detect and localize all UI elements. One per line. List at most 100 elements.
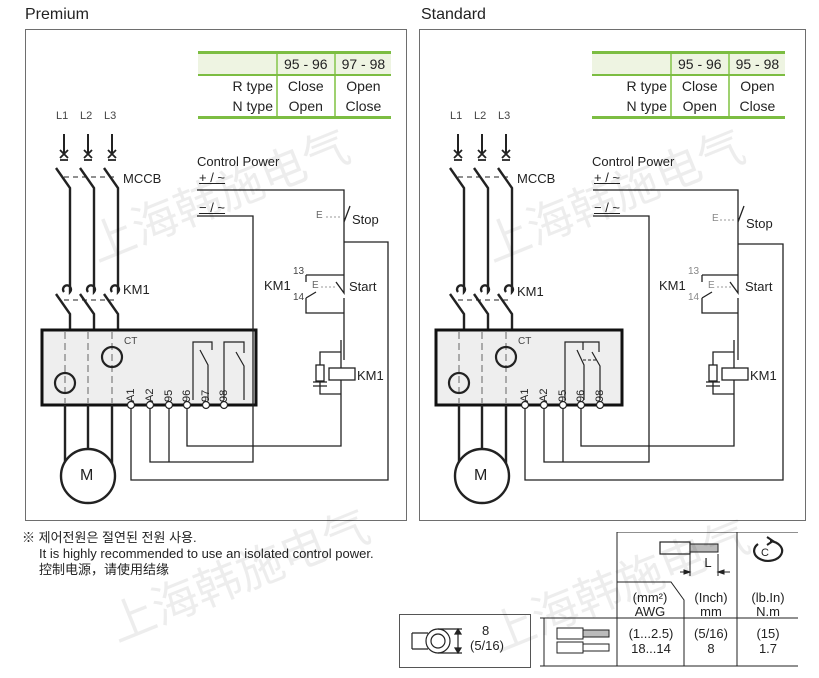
ring-terminal-spec: 8 (5/16) — [399, 614, 531, 668]
table-header: 95 - 96 — [670, 51, 729, 76]
note-english: It is highly recommended to use an isola… — [39, 546, 374, 561]
minus-label: − / ~ — [594, 200, 621, 215]
torque-header-top: (lb.In) — [751, 590, 785, 605]
km1-main-label: KM1 — [123, 282, 150, 297]
torque-header-bottom: N.m — [756, 604, 780, 619]
torque-icon-letter: C — [761, 547, 769, 559]
table-row: N type Open Close — [592, 96, 786, 119]
strip-header-bottom: mm — [700, 604, 722, 619]
l3-label: L3 — [498, 110, 511, 122]
terminal-label: 98 — [218, 389, 230, 402]
premium-circuit — [40, 134, 389, 505]
table-row: R type Close Open — [198, 75, 392, 96]
wire-header-top: (mm²) — [632, 590, 668, 605]
mccb-switch — [55, 167, 120, 280]
table-corner — [198, 51, 277, 76]
ct-sensor-2 — [100, 345, 124, 369]
ct-label: CT — [124, 336, 138, 347]
km1-coil-label: KM1 — [750, 368, 777, 383]
km1-contacts — [55, 280, 121, 330]
motor-label: M — [474, 467, 488, 484]
torque-value-bottom: 1.7 — [758, 641, 778, 656]
mccb-label: MCCB — [517, 171, 556, 186]
table-cell: Close — [333, 96, 392, 119]
stop-label: Stop — [352, 212, 379, 227]
premium-panel: 95 - 96 97 - 98 R type Close Open N type… — [25, 29, 407, 521]
ring-mm-value: 8 — [482, 623, 490, 638]
spec-grid — [540, 532, 798, 667]
standard-contact-table: 95 - 96 95 - 98 R type Close Open N type… — [592, 51, 786, 119]
start-e-label: E — [708, 280, 715, 291]
overload-relay-box — [40, 328, 258, 407]
control-power-label: Control Power — [197, 154, 280, 169]
l2-label: L2 — [80, 110, 93, 122]
ct-sensor-1 — [447, 371, 471, 395]
mccb-label: MCCB — [123, 171, 162, 186]
table-row: R type Close Open — [592, 75, 786, 96]
table-cell: Open — [333, 75, 392, 96]
wire-value-top: (1...2.5) — [628, 626, 674, 641]
stop-e-label: E — [316, 210, 323, 221]
plus-label: + / ~ — [199, 170, 226, 185]
table-cell: Close — [681, 78, 718, 94]
table-cell: Open — [727, 75, 786, 96]
strip-length-label: L — [704, 555, 712, 570]
note-chinese: 控制电源，请使用结缘 — [39, 562, 170, 577]
torque-icon — [753, 539, 784, 562]
mccb-fuse-marks — [59, 149, 117, 161]
row-label: N type — [198, 96, 278, 119]
minus-wire — [149, 215, 254, 463]
wire-header-bottom: AWG — [634, 604, 666, 619]
standard-title: Standard — [421, 6, 486, 23]
plus-wire — [197, 189, 345, 212]
wire-value-bottom: 18...14 — [631, 641, 671, 656]
terminal-label: A2 — [538, 388, 550, 402]
premium-contact-table: 95 - 96 97 - 98 R type Close Open N type… — [198, 51, 392, 119]
standard-circuit — [434, 134, 784, 505]
row-label: R type — [592, 75, 672, 96]
km1-aux-label: KM1 — [264, 278, 291, 293]
km1-contacts — [449, 280, 515, 330]
terminal-label: 96 — [575, 389, 587, 402]
terminal-label: A1 — [125, 388, 137, 402]
ring-inch-value: (5/16) — [470, 638, 504, 653]
terminal-label: 97 — [200, 389, 212, 402]
table-header: 95 - 96 — [276, 51, 335, 76]
terminal-label: 95 — [163, 389, 175, 402]
mccb-switch — [449, 167, 514, 280]
stop-label: Stop — [746, 216, 773, 231]
isolation-note: ※ 제어전원은 절연된 전원 사용. It is highly recommen… — [22, 530, 374, 578]
ct-sensor-1 — [53, 371, 77, 395]
strip-value-top: (5/16) — [694, 626, 728, 641]
mccb-fuse-marks — [453, 149, 511, 161]
terminal-label: A1 — [519, 388, 531, 402]
contact-14-label: 14 — [688, 292, 700, 303]
motor-symbol — [453, 447, 511, 505]
l2-label: L2 — [474, 110, 487, 122]
ct-label: CT — [518, 336, 532, 347]
contact-14-label: 14 — [293, 292, 305, 303]
note-korean: 제어전원은 절연된 전원 사용. — [38, 530, 197, 545]
l3-label: L3 — [104, 110, 117, 122]
table-row: N type Open Close — [198, 96, 392, 119]
contact-13-label: 13 — [688, 266, 700, 277]
km1-coil-label: KM1 — [357, 368, 384, 383]
contact-13-label: 13 — [293, 266, 305, 277]
plus-label: + / ~ — [594, 170, 621, 185]
start-e-label: E — [312, 280, 319, 291]
torque-value-top: (15) — [756, 626, 780, 641]
row-label: N type — [592, 96, 672, 119]
terminal-label: 96 — [181, 389, 193, 402]
table-corner — [592, 51, 671, 76]
ct-sensor-2 — [494, 345, 518, 369]
standard-panel: 95 - 96 95 - 98 R type Close Open N type… — [419, 29, 806, 521]
ring-terminal-icon — [411, 627, 463, 655]
km1-aux-label: KM1 — [659, 278, 686, 293]
premium-title: Premium — [25, 6, 90, 23]
wire-spec-table: L C (mm²) AWG (Inch) mm (lb.In) N.m (1..… — [540, 532, 798, 668]
terminal-label: 98 — [594, 389, 606, 402]
table-header: 97 - 98 — [333, 51, 392, 76]
start-label: Start — [745, 279, 773, 294]
motor-label: M — [80, 467, 94, 484]
table-cell: Open — [671, 96, 729, 119]
